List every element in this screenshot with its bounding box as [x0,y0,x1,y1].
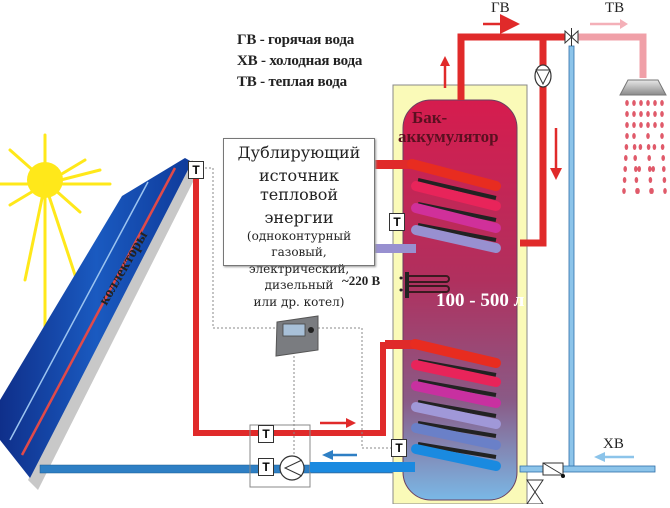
recirculation-pump-icon[interactable] [534,64,552,88]
control-wiring [205,167,395,470]
water-drop [660,100,664,106]
upper-heating-coil [372,159,501,253]
heater-voltage: ~220 В [342,273,381,288]
water-drop [624,155,628,161]
legend-hot: ГВ - горячая вода [237,32,355,48]
water-drop [646,111,650,117]
flow-arrows [320,14,634,462]
water-drop [622,188,626,194]
water-drop [647,155,651,161]
water-drop [623,166,627,172]
water-drop [625,122,629,128]
hot-pipe-outlet [457,33,567,100]
legend-warm: ТВ - теплая вода [237,74,347,90]
tank-label-1: Бак- [412,108,448,127]
backup-detail-2: электрический, дизельный [248,262,350,292]
water-drop [648,166,652,172]
water-drop [632,111,636,117]
flow-label-cold: ХВ [603,436,624,452]
backup-heat-source-box: Дублирующий источник тепловой энергии (о… [223,138,375,309]
controller-unit[interactable] [275,315,319,357]
check-valve-icon[interactable] [542,462,565,478]
tank-label-2: аккумулятор [398,127,499,146]
mixing-valve-icon[interactable] [564,28,579,46]
water-drop [639,100,643,106]
water-drop [625,133,629,139]
water-drop [663,188,667,194]
lower-solar-coil [310,339,501,472]
water-drop [632,144,637,150]
water-drop [653,100,657,106]
water-drop [639,122,643,128]
water-drop [636,188,640,194]
water-drop [646,122,650,128]
water-drops [622,100,667,194]
water-drop [622,177,627,183]
water-drop [632,133,636,139]
water-drop [639,111,643,117]
water-drop [661,155,665,161]
flow-label-warm: ТВ [605,0,625,16]
water-drop [646,133,650,139]
water-drop [634,166,638,172]
warm-pipe [578,33,647,78]
water-drop [660,144,665,150]
sensor-tank-upper: Т [389,213,405,231]
water-drop [653,122,657,128]
pump-group-box [249,424,311,488]
sun-icon [0,133,112,342]
water-drop [662,177,667,183]
electric-heater [399,272,450,298]
backup-detail-3: или др. котел) [253,295,345,309]
sensor-tank-lower: Т [391,439,407,457]
water-drop [632,100,636,106]
water-drop [633,155,637,161]
flow-label-hot: ГВ [491,0,510,16]
shower-head-icon [619,79,667,96]
water-drop [625,111,629,117]
water-drop [624,144,629,150]
water-drop [653,111,657,117]
water-drop [662,166,666,172]
water-drop [632,122,636,128]
sensor-collector: Т [188,161,204,179]
water-drop [660,133,664,139]
legend: ГВ - горячая вода ХВ - холодная вода ТВ … [237,30,362,93]
water-drop [651,166,655,172]
water-drop [637,166,641,172]
backup-title-2: источник тепловой [258,166,339,204]
water-drop [660,122,664,128]
water-drop [646,144,651,150]
legend-cold: ХВ - холодная вода [237,53,363,69]
solar-collector [0,158,200,490]
solar-pump-icon[interactable] [279,455,305,481]
recirculation-pipe [520,37,547,247]
backup-title-1: Дублирующий [237,143,361,162]
backup-detail-1: (одноконтурный газовый, [246,229,352,259]
tank-volume: 100 - 500 л [436,290,525,311]
water-drop [646,100,650,106]
water-drop [638,144,643,150]
sensor-supply: Т [258,425,274,443]
water-drop [652,144,657,150]
tank-label: Бак- аккумулятор [398,108,499,146]
water-drop [648,177,653,183]
safety-valve-icon[interactable] [526,479,544,505]
backup-title-3: энергии [264,208,334,227]
water-drop [660,111,664,117]
water-drop [634,177,639,183]
water-drop [650,188,654,194]
water-drop [625,100,629,106]
sensor-return: Т [258,458,274,476]
